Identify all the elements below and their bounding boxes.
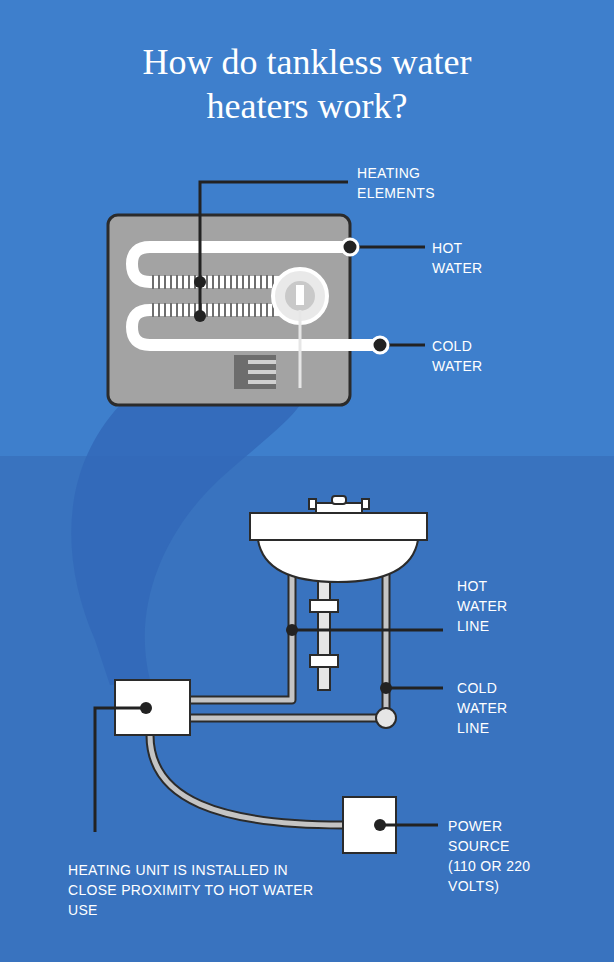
leader-dot	[374, 819, 386, 831]
leader-dot	[140, 702, 152, 714]
leader-line	[200, 182, 348, 316]
leader-dot	[342, 239, 358, 255]
heating-coil	[150, 275, 275, 289]
leader-line	[95, 708, 146, 832]
faucet	[332, 496, 346, 504]
drain-nut	[310, 655, 338, 667]
flow-valve	[296, 285, 304, 305]
control-board	[234, 355, 276, 389]
leader-line	[386, 687, 443, 690]
sink-bowl	[258, 540, 418, 582]
top-ground	[0, 0, 614, 456]
sink-rim	[250, 513, 427, 540]
drain-nut	[310, 600, 338, 612]
page-title: How do tankless water heaters work?	[137, 40, 477, 128]
control-board	[248, 360, 276, 364]
faucet-handle	[362, 499, 369, 509]
pipe-elbow	[376, 708, 396, 728]
leader-line	[380, 824, 438, 827]
part-label: HEATING ELEMENTS	[357, 163, 467, 203]
leader-dot	[380, 682, 392, 694]
control-board	[248, 370, 276, 374]
leader-dot	[372, 337, 388, 353]
part-label: POWER SOURCE (110 OR 220 VOLTS)	[448, 816, 532, 896]
leader-dot	[194, 276, 206, 288]
part-label: HEATING UNIT IS INSTALLED IN CLOSE PROXI…	[68, 860, 318, 920]
part-label: COLD WATER	[432, 336, 512, 376]
drain-pipe	[318, 565, 330, 690]
part-label: COLD WATER LINE	[457, 678, 537, 738]
control-board	[248, 380, 276, 384]
part-label: HOT WATER LINE	[457, 576, 537, 636]
heating-tube	[132, 247, 380, 345]
part-label: HOT WATER	[432, 238, 502, 278]
heating-coil	[150, 303, 275, 317]
leader-line	[292, 629, 443, 632]
leader-dot	[194, 310, 206, 322]
leader-dot	[286, 624, 298, 636]
valve-stem	[299, 310, 302, 388]
leader-line	[350, 246, 425, 249]
faucet-handle	[309, 499, 316, 509]
flow-valve	[285, 281, 315, 311]
